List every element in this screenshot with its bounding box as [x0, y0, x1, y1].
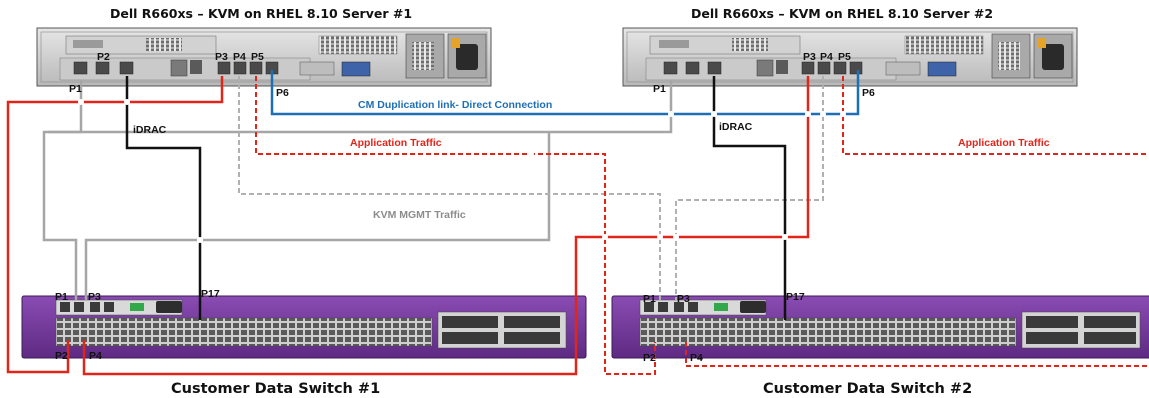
idrac-label-1: iDRAC — [133, 124, 167, 136]
mgmt-cable-server1 — [42, 80, 83, 300]
server-1 — [36, 27, 492, 87]
mgmt-dashed-2 — [675, 76, 824, 300]
mgmt-dashed-1 — [238, 76, 661, 300]
app-dashed-server1 — [255, 76, 656, 375]
server-2-port-p1: P1 — [653, 83, 666, 95]
server-1-port-p3: P3 — [215, 51, 228, 63]
switch-1-port-p2: P2 — [55, 350, 68, 362]
switch-2-port-p17: P17 — [786, 291, 805, 303]
idrac-cable-1 — [125, 76, 202, 320]
server-1-port-p1: P1 — [69, 83, 82, 95]
server-2-port-p6: P6 — [862, 87, 875, 99]
server-2-title: Dell R660xs – KVM on RHEL 8.10 Server #2 — [691, 6, 993, 21]
server-1-port-p6: P6 — [276, 87, 289, 99]
switch-1 — [21, 295, 587, 359]
kvm-mgmt-label: KVM MGMT Traffic — [373, 209, 466, 221]
app-dashed-server2 — [842, 76, 1149, 155]
app-traffic-label-2: Application Traffic — [958, 137, 1050, 149]
switch-2-port-p4: P4 — [690, 352, 703, 364]
app-dashed-switch2 — [685, 342, 1149, 367]
server-2-port-p3: P3 — [803, 51, 816, 63]
switch-2-port-p2: P2 — [643, 352, 656, 364]
app-traffic-label-1: Application Traffic — [350, 137, 442, 149]
app-cable-server1 — [6, 76, 224, 374]
switch-2 — [611, 295, 1149, 359]
cm-duplication-cable — [270, 70, 860, 116]
switch-1-port-p17: P17 — [201, 288, 220, 300]
server-1-port-p2: P2 — [97, 51, 110, 63]
switch-1-port-p1: P1 — [55, 291, 68, 303]
app-cable-server2 — [82, 76, 810, 376]
switch-2-title: Customer Data Switch #2 — [763, 381, 972, 397]
cm-duplication-label: CM Duplication link- Direct Connection — [358, 99, 552, 111]
idrac-cable-2 — [712, 76, 787, 320]
idrac-label-2: iDRAC — [719, 121, 753, 133]
server-2 — [622, 27, 1078, 87]
server-1-port-p5: P5 — [251, 51, 264, 63]
switch-1-port-p3: P3 — [88, 291, 101, 303]
switch-1-title: Customer Data Switch #1 — [171, 381, 380, 397]
switch-1-port-p4: P4 — [89, 350, 102, 362]
switch-2-port-p3: P3 — [677, 293, 690, 305]
server-2-port-p4: P4 — [820, 51, 833, 63]
server-1-title: Dell R660xs – KVM on RHEL 8.10 Server #1 — [110, 6, 412, 21]
crossover-marks — [78, 99, 846, 243]
switch-2-port-p1: P1 — [643, 293, 656, 305]
server-1-port-p4: P4 — [233, 51, 246, 63]
server-2-port-p5: P5 — [838, 51, 851, 63]
